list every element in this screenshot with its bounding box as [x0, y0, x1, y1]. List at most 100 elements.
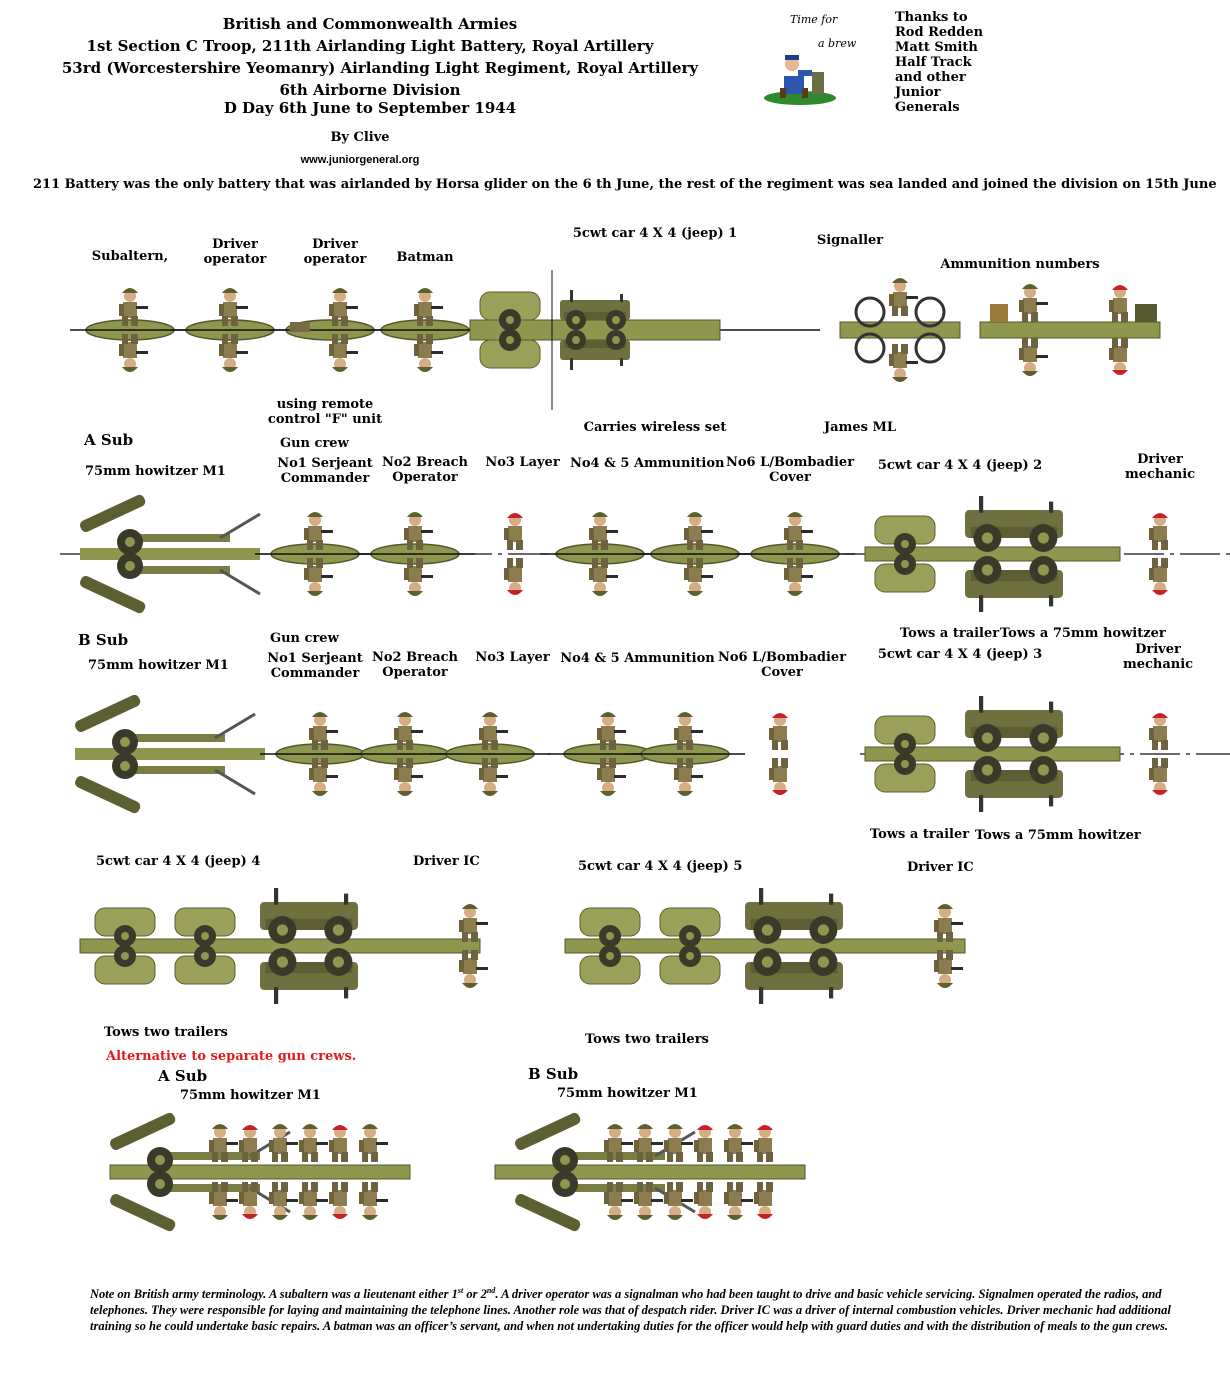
label-line: No6 L/Bombadier — [717, 650, 847, 665]
jeep-4-label: 5cwt car 4 X 4 (jeep) 4 — [96, 854, 261, 869]
brew-caption-1: Time for — [790, 13, 838, 26]
a-sub-no45-label: No4 & 5 Ammunition — [570, 456, 725, 471]
signaller-counter — [839, 278, 961, 382]
label-line: No1 Serjeant — [277, 456, 373, 471]
a-sub-tows-2: Tows a 75mm howitzer — [1000, 626, 1166, 641]
thanks-line: Half Track — [895, 55, 972, 70]
ammunition-numbers-label: Ammunition numbers — [940, 257, 1100, 272]
b-sub-tows-2: Tows a 75mm howitzer — [975, 828, 1141, 843]
driver-operator-counter-2 — [269, 288, 391, 372]
label-line: Operator — [382, 665, 448, 680]
a-sub-howitzer-counter — [76, 491, 262, 617]
b-sub-jeep-counter — [864, 696, 1121, 812]
batman-label: Batman — [396, 250, 454, 265]
alt-b-sub-gun: 75mm howitzer M1 — [557, 1086, 698, 1101]
label-line: using remote — [276, 397, 374, 412]
b-sub-jeep-label: 5cwt car 4 X 4 (jeep) 3 — [877, 647, 1043, 662]
b-sub-tows-1: Tows a trailer — [870, 827, 970, 842]
b-sub-no6-counter — [769, 713, 788, 795]
a-sub-no6-counter — [734, 512, 856, 596]
thanks-line: Generals — [895, 100, 960, 115]
alt-a-sub-gun: 75mm howitzer M1 — [180, 1088, 321, 1103]
note-superscript: nd — [486, 1286, 496, 1295]
label-line: operator — [303, 252, 367, 267]
tea-break-soldier-icon — [764, 55, 836, 105]
label-line: control "F" unit — [267, 412, 383, 427]
b-sub-no5-counter — [624, 712, 746, 796]
jeep-5-label: 5cwt car 4 X 4 (jeep) 5 — [578, 859, 743, 874]
thanks-line: and other — [895, 70, 966, 85]
label-line: No1 Serjeant — [267, 651, 363, 666]
hq-counters — [69, 270, 1161, 410]
thanks-line: Rod Redden — [895, 25, 984, 40]
thanks-line: Matt Smith — [895, 40, 978, 55]
a-sub-tows-1: Tows a trailer — [900, 626, 1000, 641]
ammunition-numbers-counter — [979, 284, 1161, 376]
label-line: Driver — [312, 237, 358, 252]
jeeps-4-5-counters — [79, 888, 966, 1004]
alt-b-sub-title: B Sub — [528, 1065, 579, 1083]
a-sub-no2-counter — [354, 512, 476, 596]
title-line-5: D Day 6th June to September 1944 — [223, 99, 517, 117]
label-line: Cover — [761, 665, 803, 680]
label-line: Commander — [270, 666, 360, 681]
brew-caption-2: a brew — [818, 37, 857, 50]
b-sub-title: B Sub — [78, 631, 129, 649]
title-line-4: 6th Airborne Division — [279, 81, 461, 99]
b-sub-no3-counter — [429, 712, 551, 796]
signaller-label: Signaller — [816, 233, 884, 248]
james-ml-label: James ML — [824, 420, 896, 435]
wireless-label: Carries wireless set — [583, 420, 727, 435]
a-sub-no3-label: No3 Layer — [485, 455, 560, 470]
b-sub-crew-label: Gun crew — [270, 631, 339, 646]
label-line: Cover — [769, 470, 811, 485]
jeep-4-tows: Tows two trailers — [104, 1025, 228, 1040]
jeep-5-tows: Tows two trailers — [585, 1032, 709, 1047]
website: www.juniorgeneral.org — [300, 154, 420, 166]
label-line: Driver — [1137, 452, 1183, 467]
b-sub-no3-label: No3 Layer — [475, 650, 550, 665]
title-line-2: 1st Section C Troop, 211th Airlanding Li… — [86, 37, 654, 55]
note-text: or 2 — [463, 1287, 487, 1302]
title-line-1: British and Commonwealth Armies — [222, 15, 518, 33]
author: By Clive — [330, 130, 390, 145]
label-line: No2 Breach — [381, 455, 469, 470]
a-sub-jeep-counter — [864, 496, 1121, 612]
thanks-line: Thanks to — [895, 10, 968, 25]
thanks-line: Junior — [895, 85, 941, 100]
label-line: Operator — [392, 470, 458, 485]
note-superscript: st — [457, 1286, 464, 1295]
thanks-block: Thanks to Rod Redden Matt Smith Half Tra… — [895, 10, 983, 115]
label-line: operator — [203, 252, 267, 267]
alt-b-sub-counter — [494, 1109, 806, 1235]
note-text: . A driver operator was a signalman who … — [90, 1287, 1171, 1334]
alternative-counters — [106, 1109, 806, 1235]
label-line: Driver — [1135, 642, 1181, 657]
title-line-3: 53rd (Worcestershire Yeomanry) Airlandin… — [61, 59, 699, 77]
b-sub-gun-label: 75mm howitzer M1 — [88, 658, 229, 673]
label-line: No2 Breach — [371, 650, 459, 665]
batman-counter — [364, 288, 486, 372]
b-sub-counters — [71, 691, 1230, 817]
label-line: mechanic — [1122, 657, 1194, 672]
jeep-1-label: 5cwt car 4 X 4 (jeep) 1 — [572, 226, 738, 241]
intro-text: 211 Battery was the only battery that wa… — [33, 177, 1217, 192]
terminology-note: Note on British army terminology. A suba… — [90, 1283, 1210, 1334]
b-sub-howitzer-counter — [71, 691, 265, 817]
jeep-4-counter — [79, 888, 481, 1004]
jeep-5-counter — [564, 888, 966, 1004]
a-sub-title: A Sub — [84, 431, 134, 449]
driver-5-label: Driver IC — [907, 860, 974, 875]
alt-a-sub-title: A Sub — [158, 1067, 208, 1085]
label-line: Driver — [212, 237, 258, 252]
